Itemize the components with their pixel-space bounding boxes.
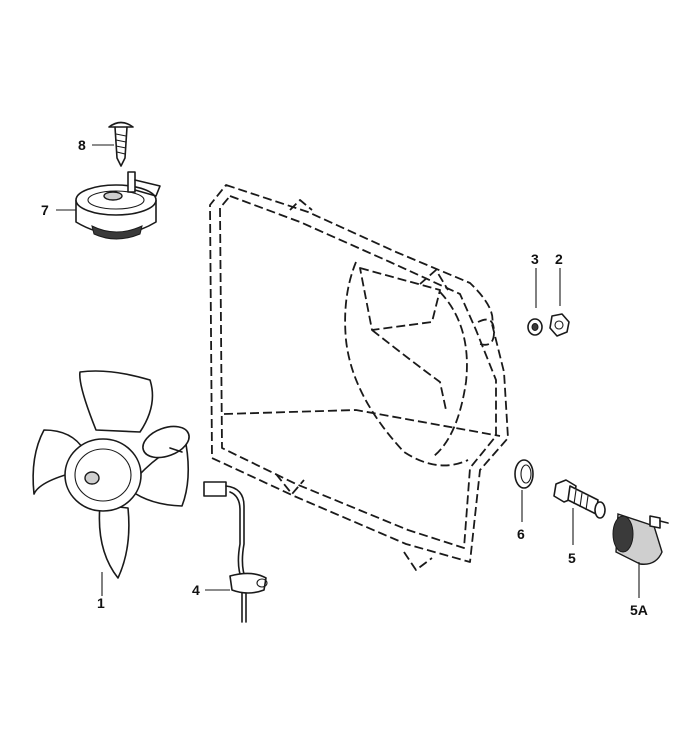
seal-ring-part bbox=[514, 459, 534, 489]
washer-part bbox=[527, 318, 543, 336]
callout-2: 2 bbox=[555, 251, 563, 267]
fan-blade-part bbox=[32, 370, 190, 579]
callout-8: 8 bbox=[78, 137, 86, 153]
fan-motor-part bbox=[75, 171, 161, 240]
callout-4: 4 bbox=[192, 582, 200, 598]
callout-5A: 5A bbox=[630, 602, 648, 618]
callout-1: 1 bbox=[97, 595, 105, 611]
nut-part bbox=[549, 313, 570, 337]
callout-3: 3 bbox=[531, 251, 539, 267]
thermo-switch-part bbox=[553, 479, 606, 519]
wiring-harness-part bbox=[203, 481, 268, 623]
callout-5: 5 bbox=[568, 550, 576, 566]
connector-plug-part bbox=[612, 513, 669, 565]
callout-7: 7 bbox=[41, 202, 49, 218]
callout-6: 6 bbox=[517, 526, 525, 542]
fan-shroud-outline bbox=[209, 184, 509, 571]
screw-part bbox=[108, 121, 134, 167]
